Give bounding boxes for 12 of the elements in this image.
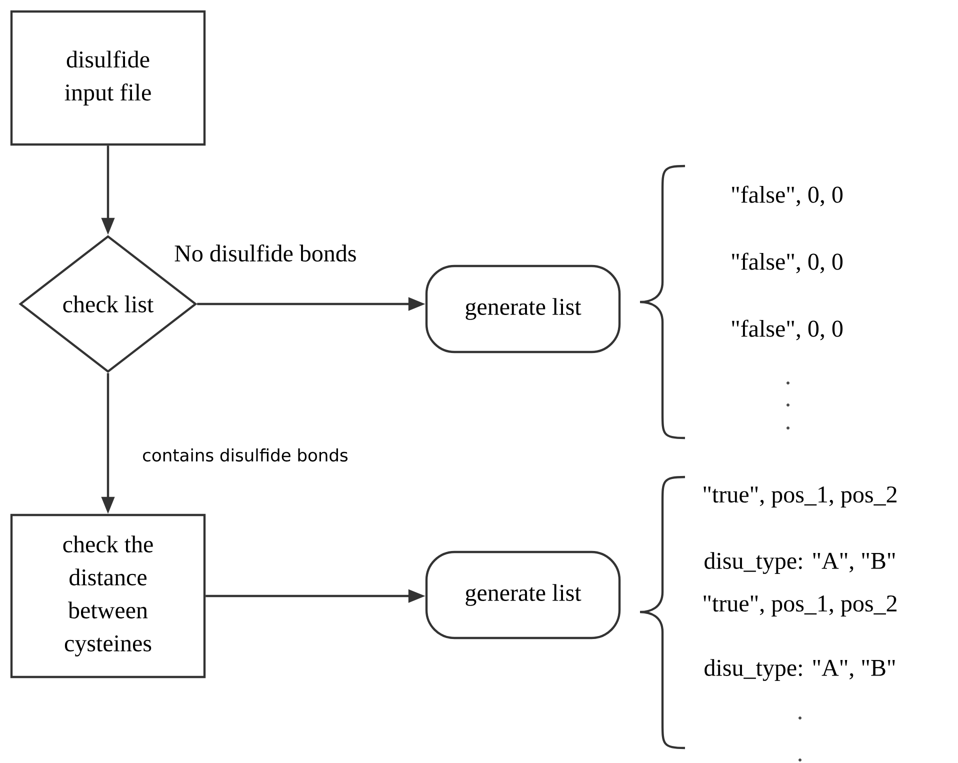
list-entry: "false", 0, 0: [732, 252, 843, 274]
terminal-box: generate list: [425, 264, 621, 354]
list-entry: disu_type: "A", "B": [704, 552, 895, 574]
process-box: disulfide input file: [10, 10, 206, 146]
process-box: check the distance between cysteines: [10, 514, 206, 678]
list-entry: "false", 0, 0: [732, 186, 843, 206]
list-entry: "true", pos_1, pos_2: [704, 596, 896, 616]
list-entry: "true", pos_1, pos_2: [704, 486, 896, 508]
terminal-box: generate list: [425, 550, 621, 640]
list-entry: disu_type: "A", "B": [704, 659, 895, 681]
list-entry: "false", 0, 0: [732, 320, 843, 340]
edge-label: contains disulfide bonds: [141, 447, 350, 463]
